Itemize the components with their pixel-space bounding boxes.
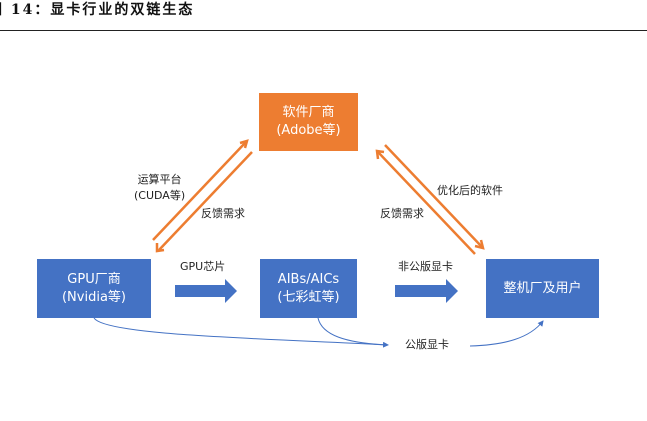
node-sublabel: (Adobe等) (276, 123, 341, 138)
orange-arrow-right-up (375, 149, 476, 255)
label-gpu-chip: GPU芯片 (180, 260, 226, 273)
figure-title: 图 14：显卡行业的双链生态 (0, 2, 195, 18)
node-sublabel: (七彩虹等) (277, 289, 340, 305)
orange-arrow-left-down (155, 151, 253, 253)
node-software-vendor: 软件厂商 (Adobe等) (259, 93, 358, 151)
node-label: AIBs/AICs (277, 271, 340, 287)
label-optimized-software: 优化后的软件 (437, 184, 503, 197)
label-compute-platform: 运算平台 (CUDA等) (134, 172, 185, 204)
node-gpu-vendor: GPU厂商 (Nvidia等) (37, 259, 151, 318)
orange-arrow-right-down (384, 144, 485, 250)
label-feedback-right: 反馈需求 (380, 207, 424, 220)
curve-reference-to-oem (469, 320, 544, 347)
title-divider (0, 30, 647, 31)
node-label: 软件厂商 (282, 105, 335, 120)
label-reference-card: 公版显卡 (405, 338, 449, 351)
label-non-reference-card: 非公版显卡 (398, 260, 453, 273)
node-aibs: AIBs/AICs (七彩虹等) (260, 259, 357, 318)
block-arrow-non-reference (395, 279, 458, 303)
node-label: 整机厂及用户 (503, 280, 582, 296)
node-label: GPU厂商 (67, 271, 121, 287)
orange-arrow-left-up (152, 139, 249, 241)
curve-aib-to-reference (317, 317, 389, 346)
label-feedback-left: 反馈需求 (201, 207, 245, 220)
block-arrow-gpu-chip (175, 279, 237, 303)
label-line: (CUDA等) (134, 189, 186, 202)
node-sublabel: (Nvidia等) (61, 289, 126, 305)
node-oem-users: 整机厂及用户 (486, 259, 599, 318)
curve-gpu-to-reference (93, 317, 389, 348)
label-line: 运算平台 (137, 173, 182, 186)
